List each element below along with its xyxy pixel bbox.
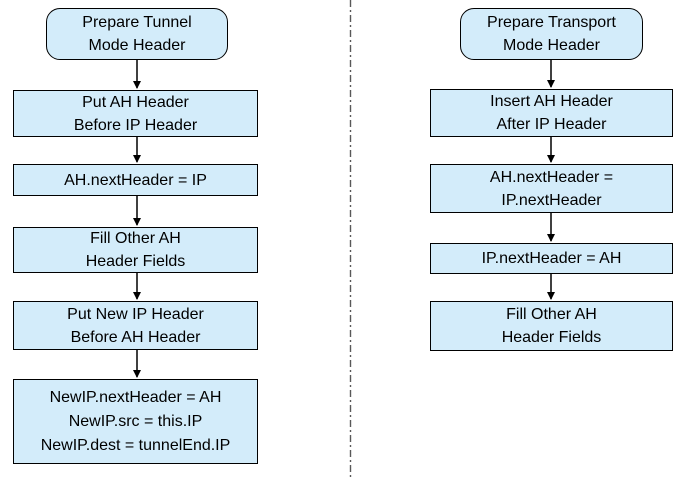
node-ah-nextheader-equals-ip: AH.nextHeader = IP (13, 164, 258, 196)
node-insert-ah-header-after-ip-header: Insert AH Header After IP Header (430, 89, 673, 137)
node-fill-other-ah-header-fields-right: Fill Other AH Header Fields (430, 301, 673, 351)
node-prepare-tunnel-mode-header: Prepare Tunnel Mode Header (46, 8, 228, 60)
node-put-new-ip-header-before-ah-header: Put New IP Header Before AH Header (13, 301, 258, 350)
node-put-ah-header-before-ip-header: Put AH Header Before IP Header (13, 90, 258, 137)
node-ip-nextheader-equals-ah: IP.nextHeader = AH (430, 243, 673, 274)
node-ah-nextheader-equals-ip-nextheader: AH.nextHeader = IP.nextHeader (430, 164, 673, 213)
node-fill-other-ah-header-fields-left: Fill Other AH Header Fields (13, 227, 258, 273)
node-prepare-transport-mode-header: Prepare Transport Mode Header (460, 8, 643, 60)
node-newip-assignments: NewIP.nextHeader = AH NewIP.src = this.I… (13, 379, 258, 464)
